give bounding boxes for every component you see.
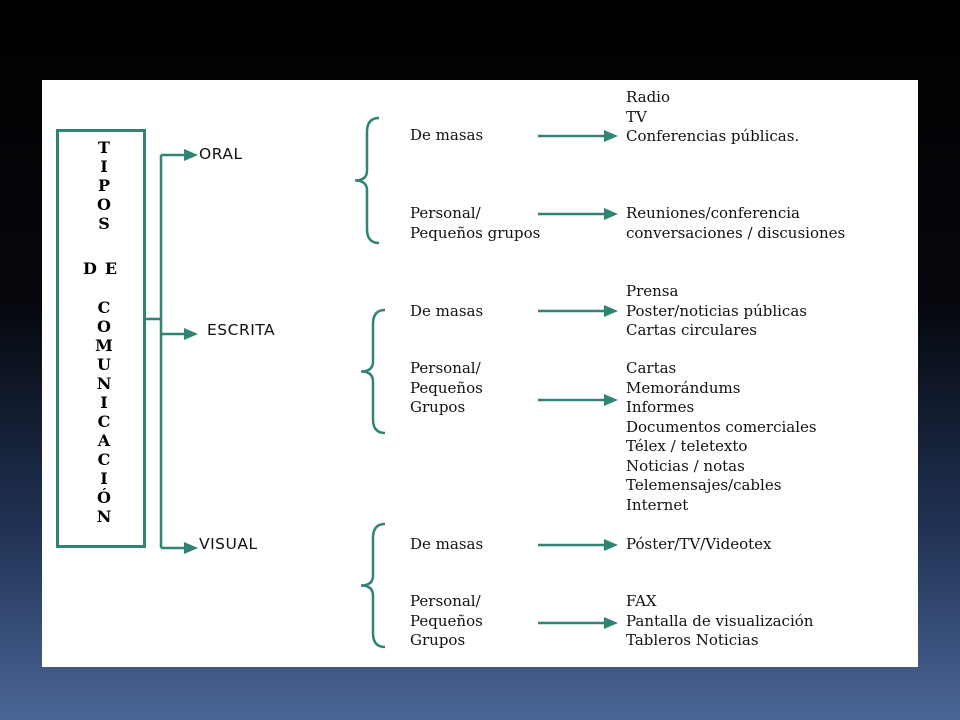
title-letter-tipos-2: P [97, 176, 111, 195]
visual-personal-items: FAX Pantalla de visualización Tableros N… [626, 592, 814, 649]
title-letter-comunicacion-5: I [100, 393, 108, 412]
title-word-de: DE [82, 259, 126, 278]
title-letter-comunicacion-10: Ó [97, 488, 111, 507]
title-letter-tipos-4: S [98, 214, 110, 233]
title-letter-comunicacion-2: M [95, 336, 113, 355]
category-escrita: ESCRITA [207, 321, 276, 339]
arrow-oral-masas-head [604, 130, 618, 142]
title-letter-comunicacion-6: C [97, 412, 111, 431]
title-letter-comunicacion-4: N [96, 374, 112, 393]
oral-masas-audience: De masas [410, 126, 484, 144]
category-arrow-visual-head [184, 542, 198, 554]
title-letter-comunicacion-11: N [96, 507, 112, 526]
escrita-masas-items: Prensa Poster/noticias públicas Cartas c… [626, 282, 807, 339]
category-arrow-escrita-head [184, 328, 198, 340]
diagram-connectors [146, 116, 618, 649]
title-letter-tipos-3: O [97, 195, 111, 214]
escrita-personal-audience: Personal/ Pequeños Grupos [410, 359, 483, 416]
oral-personal-audience: Personal/ Pequeños grupos [410, 204, 541, 242]
title-letter-comunicacion-1: O [97, 317, 111, 336]
arrow-escrita-masas-head [604, 305, 618, 317]
escrita-masas-audience: De masas [410, 302, 484, 320]
visual-masas-items: Póster/TV/Videotex [626, 535, 772, 553]
arrow-escrita-personal-head [604, 394, 618, 406]
brace-oral [354, 116, 380, 245]
category-visual: VISUAL [199, 535, 258, 553]
visual-masas-audience: De masas [410, 535, 484, 553]
brace-escrita [360, 308, 386, 435]
title-letter-comunicacion-0: C [97, 298, 111, 317]
visual-personal-audience: Personal/ Pequeños Grupos [410, 592, 483, 649]
title-letter-comunicacion-3: U [97, 355, 111, 374]
category-oral: ORAL [199, 145, 243, 163]
arrow-visual-masas-head [604, 539, 618, 551]
title-letter-comunicacion-7: A [97, 431, 111, 450]
brace-visual [360, 522, 386, 649]
oral-personal-items: Reuniones/conferencia conversaciones / d… [626, 204, 846, 242]
escrita-personal-items: Cartas Memorándums Informes Documentos c… [626, 359, 817, 514]
arrow-oral-personal-head [604, 208, 618, 220]
title-letter-tipos-1: I [100, 157, 108, 176]
oral-masas-items: Radio TV Conferencias públicas. [626, 88, 800, 145]
category-arrow-oral-head [184, 149, 198, 161]
title-letter-comunicacion-9: I [100, 469, 108, 488]
title-letter-comunicacion-8: C [97, 450, 111, 469]
arrow-visual-personal-head [604, 617, 618, 629]
title-letter-tipos-0: T [98, 138, 110, 157]
